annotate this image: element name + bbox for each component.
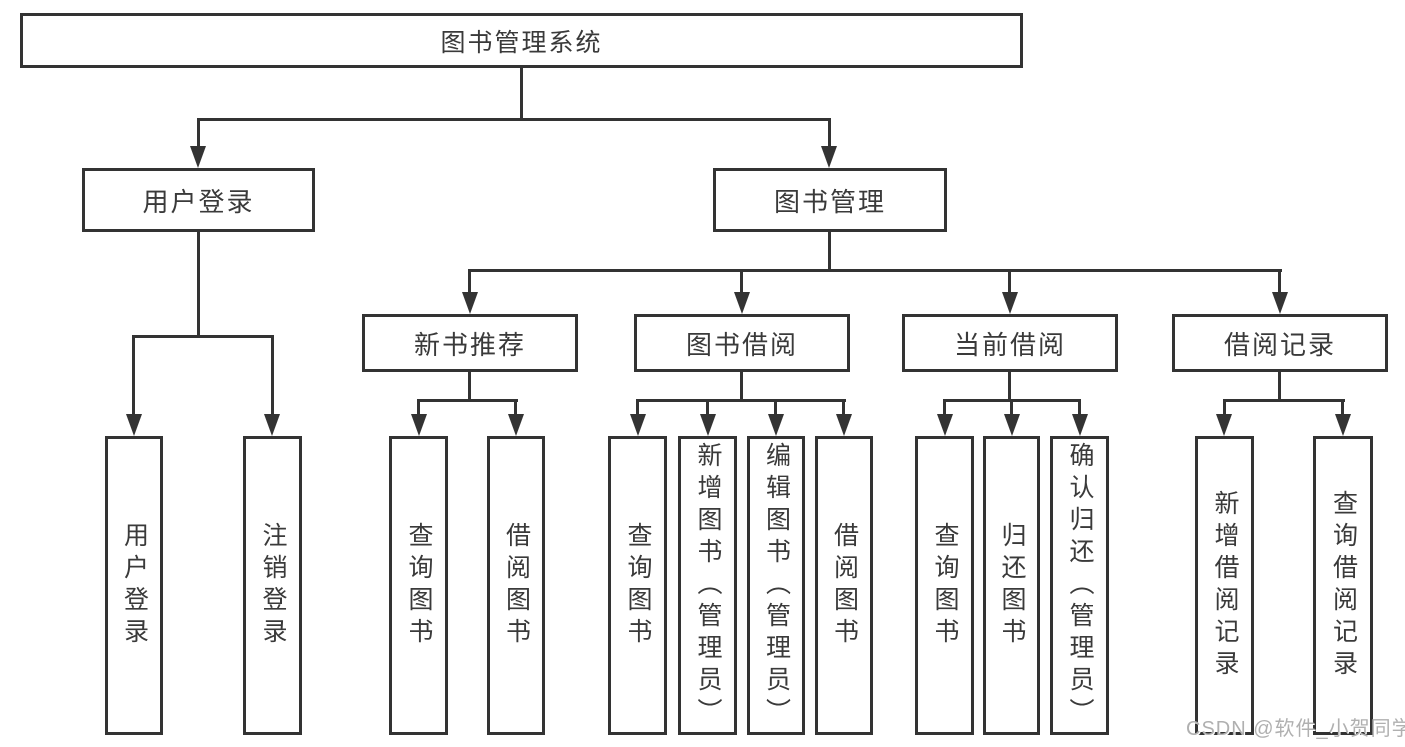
leaf-label: 查询图书 [624, 521, 652, 650]
arrow-down-icon [1272, 292, 1288, 314]
node-book-borrowing: 图书借阅 [634, 314, 850, 372]
watermark-text: CSDN @软件_小贺同学 [1186, 718, 1405, 740]
arrow-down-icon [1002, 292, 1018, 314]
arrow-down-icon [508, 414, 524, 436]
arrow-down-icon [1216, 414, 1232, 436]
connector-line [1223, 399, 1226, 417]
connector-line [828, 232, 831, 272]
leaf-label: 查询图书 [405, 521, 433, 650]
arrow-down-icon [1335, 414, 1351, 436]
connector-line [468, 372, 471, 402]
leaf-label: 用户登录 [120, 521, 149, 650]
arrow-down-icon [937, 414, 953, 436]
node-label: 图书管理 [773, 186, 886, 217]
arrow-down-icon [190, 146, 206, 168]
connector-line [417, 399, 518, 402]
connector-line [1078, 399, 1081, 417]
connector-line [706, 399, 709, 417]
arrow-down-icon [1004, 414, 1020, 436]
connector-line [197, 118, 200, 150]
connector-line [828, 118, 831, 150]
connector-line [740, 372, 743, 402]
node-library-management-system: 图书管理系统 [20, 13, 1023, 68]
node-current-borrowing: 当前借阅 [902, 314, 1118, 372]
leaf-label: 查询借阅记录 [1329, 489, 1358, 682]
connector-line [468, 269, 1282, 272]
leaf-query-books-recommend: 查询图书 [389, 436, 448, 735]
leaf-confirm-return-admin: 确认归还（管理员） [1050, 436, 1109, 735]
arrow-down-icon [700, 414, 716, 436]
leaf-label: 归还图书 [998, 521, 1026, 650]
node-label: 新书推荐 [413, 329, 526, 360]
leaf-label: 确认归还（管理员） [1066, 441, 1094, 730]
leaf-label: 查询图书 [931, 521, 959, 650]
leaf-label: 注销登录 [259, 521, 287, 650]
leaf-add-books-admin: 新增图书（管理员） [678, 436, 737, 735]
node-label: 用户登录 [142, 186, 255, 217]
leaf-logout: 注销登录 [243, 436, 302, 735]
leaf-label: 借阅图书 [502, 521, 531, 650]
connector-line [1223, 399, 1345, 402]
connector-line [1278, 372, 1281, 402]
node-user-login: 用户登录 [82, 168, 315, 232]
arrow-down-icon [126, 414, 142, 436]
connector-line [1278, 269, 1281, 296]
connector-line [636, 399, 639, 417]
connector-line [468, 269, 471, 296]
leaf-add-borrow-record: 新增借阅记录 [1195, 436, 1254, 735]
node-label: 借阅记录 [1223, 329, 1336, 360]
node-label: 图书借阅 [685, 329, 798, 360]
arrow-down-icon [836, 414, 852, 436]
node-new-book-recommendation: 新书推荐 [362, 314, 578, 372]
leaf-label: 新增借阅记录 [1211, 489, 1239, 682]
leaf-borrow-books-recommend: 借阅图书 [487, 436, 545, 735]
connector-line [636, 399, 846, 402]
connector-line [197, 232, 200, 338]
node-borrowing-records: 借阅记录 [1172, 314, 1388, 372]
leaf-label: 借阅图书 [830, 521, 859, 650]
connector-line [1010, 399, 1013, 417]
connector-line [774, 399, 777, 417]
connector-line [943, 399, 946, 417]
connector-line [740, 269, 743, 296]
node-book-management: 图书管理 [713, 168, 947, 232]
leaf-user-login: 用户登录 [105, 436, 163, 735]
leaf-query-books-borrowing: 查询图书 [608, 436, 667, 735]
connector-line [197, 118, 831, 121]
connector-line [271, 335, 274, 417]
leaf-query-books-current: 查询图书 [915, 436, 974, 735]
connector-line [1008, 269, 1011, 296]
connector-line [132, 335, 274, 338]
leaf-query-borrow-record: 查询借阅记录 [1313, 436, 1373, 735]
arrow-down-icon [462, 292, 478, 314]
node-label: 图书管理系统 [440, 28, 603, 57]
arrow-down-icon [734, 292, 750, 314]
leaf-label: 新增图书（管理员） [694, 441, 722, 730]
leaf-edit-books-admin: 编辑图书（管理员） [747, 436, 805, 735]
arrow-down-icon [264, 414, 280, 436]
leaf-label: 编辑图书（管理员） [762, 441, 791, 730]
arrow-down-icon [1072, 414, 1088, 436]
arrow-down-icon [630, 414, 646, 436]
leaf-borrow-books-borrowing: 借阅图书 [815, 436, 873, 735]
leaf-return-books: 归还图书 [983, 436, 1040, 735]
arrow-down-icon [768, 414, 784, 436]
connector-line [842, 399, 845, 417]
connector-line [520, 68, 523, 120]
connector-line [514, 399, 517, 417]
connector-line [417, 399, 420, 417]
connector-line [1008, 372, 1011, 402]
arrow-down-icon [411, 414, 427, 436]
connector-line [132, 335, 135, 417]
arrow-down-icon [821, 146, 837, 168]
connector-line [1341, 399, 1344, 417]
node-label: 当前借阅 [953, 329, 1066, 360]
